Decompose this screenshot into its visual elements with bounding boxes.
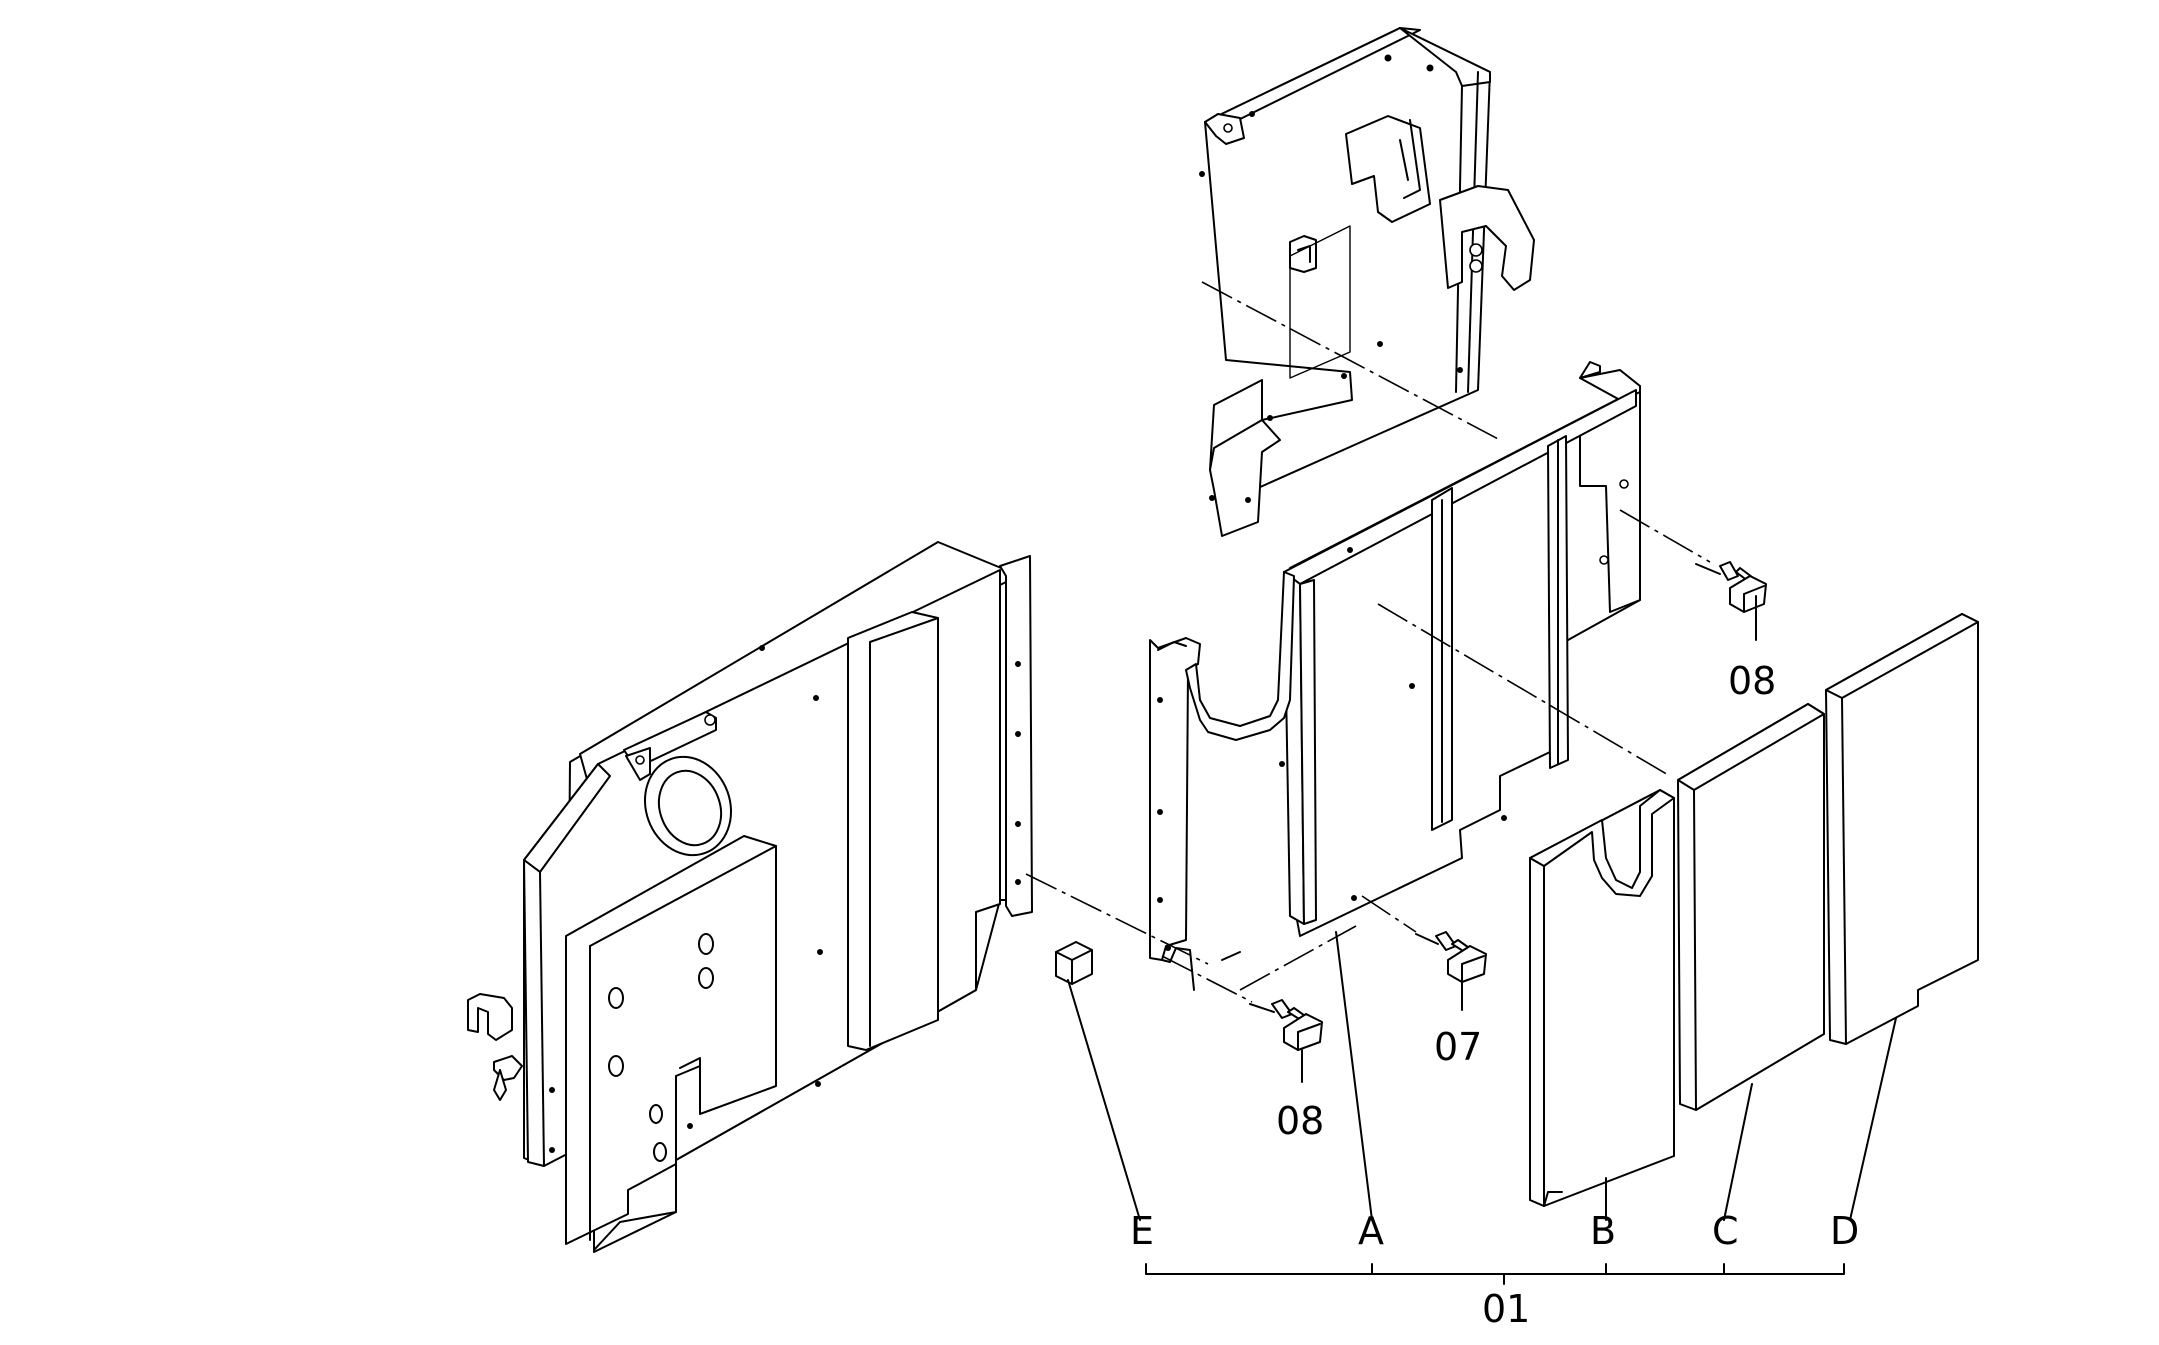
callout-07: 07 xyxy=(1434,1025,1482,1069)
bolt-08-upper xyxy=(1695,561,1767,641)
pad-part-b xyxy=(1529,789,1675,1207)
callout-C: C xyxy=(1712,1209,1739,1253)
callout-D: D xyxy=(1830,1209,1859,1253)
callout-B: B xyxy=(1590,1209,1616,1253)
bolt-07 xyxy=(1415,931,1487,1011)
assembly-lines xyxy=(1025,281,1711,1003)
callout-E: E xyxy=(1130,1209,1154,1253)
bolt-08-lower xyxy=(1249,999,1323,1083)
callout-01: 01 xyxy=(1482,1287,1530,1331)
left-main-panel xyxy=(467,541,1033,1253)
callout-08-upper: 08 xyxy=(1728,659,1776,703)
pad-part-c xyxy=(1677,703,1825,1111)
block-part-e xyxy=(1055,941,1093,985)
pad-part-d xyxy=(1825,613,1979,1045)
frame-part-a xyxy=(1149,361,1641,991)
upper-bracket-panel xyxy=(1199,27,1535,537)
callout-A: A xyxy=(1358,1209,1384,1253)
callout-08-lower: 08 xyxy=(1276,1099,1324,1143)
leader-lines xyxy=(1067,931,1897,1285)
